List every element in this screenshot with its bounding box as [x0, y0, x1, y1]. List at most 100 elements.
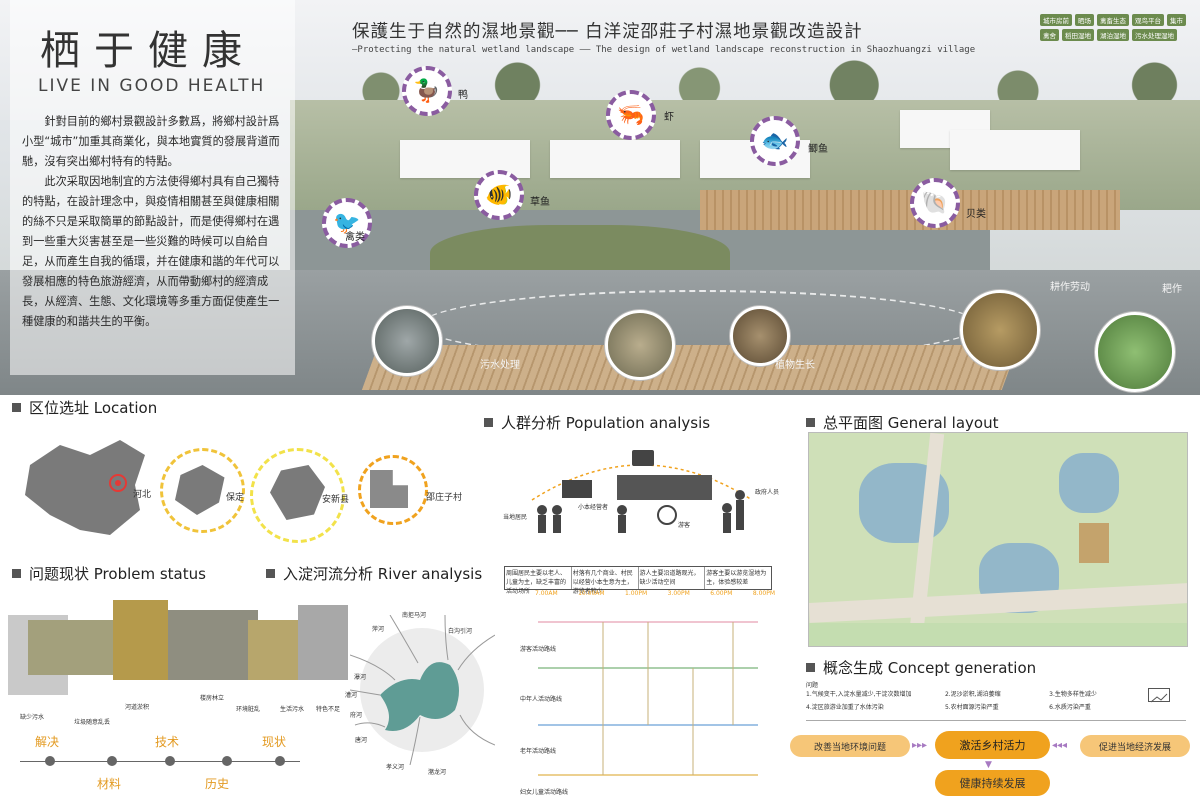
activity-routes — [508, 600, 776, 792]
timeline-dot — [107, 756, 117, 766]
timeline-label: 解决 — [35, 735, 60, 749]
river-label: 潴龙河 — [428, 769, 447, 776]
animal-label: 鸭 — [458, 90, 468, 101]
bullet-square-icon — [266, 569, 275, 578]
farming-photo — [960, 290, 1040, 370]
legend-item: 稻田湿地 — [1062, 29, 1094, 41]
plant-photo — [605, 310, 675, 380]
group-label: 政府人员 — [755, 489, 780, 496]
soil-photo — [730, 306, 790, 366]
time-label: 1.00PM — [625, 590, 648, 597]
section-concept: 概念生成 Concept generation — [806, 657, 1036, 678]
timeline-line — [20, 761, 300, 762]
baoding-circle — [160, 448, 245, 533]
section-label: 入淀河流分析 River analysis — [283, 565, 483, 583]
river-label: 孝义河 — [386, 764, 405, 771]
problem-photo — [248, 620, 303, 680]
river-diagram — [349, 614, 496, 766]
legend-item: 禽舍 — [1040, 29, 1059, 41]
problem-photo — [298, 605, 348, 680]
group-label: 当地居民 — [503, 514, 528, 521]
concept-problem: 5.农村面源污染严重 — [944, 704, 999, 711]
divider — [806, 720, 1186, 721]
loc-label: 保定 — [226, 493, 245, 503]
problem-photo — [113, 600, 168, 680]
river-label: 瀑河 — [354, 674, 367, 681]
animal-label: 鲫鱼 — [808, 144, 828, 155]
section-label: 人群分析 Population analysis — [501, 414, 711, 432]
animal-label: 虾 — [664, 112, 674, 123]
ploughing-photo — [1095, 312, 1175, 392]
river-label: 府河 — [350, 712, 363, 719]
group-label: 小本经营者 — [578, 504, 609, 511]
hero-label: 植物生长 — [775, 360, 815, 371]
route-label: 老年活动路线 — [520, 748, 557, 755]
section-problem: 问题现状 Problem status — [12, 563, 206, 584]
bullet-square-icon — [806, 418, 815, 427]
legend-item: 观鸟平台 — [1132, 14, 1164, 26]
time-row: 7.00AM 10.00AM 1.00PM 3.00PM 6.00PM 8.00… — [535, 590, 775, 597]
hero-illustration: 栖于健康 LIVE IN GOOD HEALTH 針對目前的鄉村景觀設計多數爲，… — [0, 0, 1200, 395]
section-population: 人群分析 Population analysis — [484, 412, 710, 433]
problem-label: 垃圾随意乱丢 — [74, 719, 111, 726]
plan-pond — [1059, 453, 1119, 513]
hero-label: 耙作 — [1162, 284, 1182, 295]
timeline-label: 技术 — [155, 735, 180, 749]
concept-problem: 2.泥沙淤积,湖泊萎缩 — [944, 691, 1001, 698]
loc-label: 安新县 — [322, 495, 350, 505]
group-label: 游客 — [678, 522, 691, 529]
fish-icon: 🐠 — [474, 170, 524, 220]
shell-icon: 🐚 — [910, 178, 960, 228]
concept-result: 健康持续发展 — [935, 770, 1050, 796]
section-label: 总平面图 General layout — [823, 414, 999, 432]
route-label: 中年人活动路线 — [520, 696, 563, 703]
problem-label: 生活污水 — [280, 706, 305, 713]
river-label: 南拒马河 — [402, 612, 427, 619]
arrow-down-icon: ▼ — [985, 760, 992, 770]
animal-label: 禽类 — [345, 232, 365, 243]
intro-paragraph: 針對目前的鄉村景觀設計多數爲，將鄉村設計爲小型“城市”加重其商業化，與本地實質的… — [22, 115, 280, 168]
river-label: 唐河 — [355, 737, 368, 744]
time-label: 10.00AM — [578, 590, 605, 597]
china-map — [10, 425, 155, 545]
legend-item: 城市房前 — [1040, 14, 1072, 26]
problem-photo — [168, 610, 258, 680]
intro-text: 針對目前的鄉村景觀設計多數爲，將鄉村設計爲小型“城市”加重其商業化，與本地實質的… — [22, 112, 282, 332]
bullet-square-icon — [12, 403, 21, 412]
concept-right: 促进当地经济发展 — [1080, 735, 1190, 757]
anxin-circle — [250, 448, 345, 543]
river-label: 萍河 — [372, 626, 385, 633]
concept-problem: 3.生物多样性减少 — [1049, 691, 1097, 698]
bullet-square-icon — [806, 663, 815, 672]
animal-label: 贝类 — [966, 209, 986, 220]
section-location: 区位选址 Location — [12, 397, 157, 418]
title-zh: 栖于健康 — [40, 28, 256, 74]
problem-collage — [8, 600, 348, 700]
bullet-square-icon — [484, 418, 493, 427]
concept-label: 问题 — [806, 682, 819, 689]
route-label: 妇女儿童活动路线 — [520, 789, 569, 796]
hero-label: 污水处理 — [480, 360, 520, 371]
trend-icon — [1148, 688, 1170, 703]
river-label: 漕河 — [345, 692, 358, 699]
timeline-label: 材料 — [97, 777, 122, 791]
timeline-dot — [275, 756, 285, 766]
main-title: 保護生于自然的濕地景觀── 白洋淀邵莊子村濕地景觀改造設計 — [352, 22, 863, 42]
concept-center: 激活乡村活力 — [935, 731, 1050, 759]
problem-label: 缺少污水 — [20, 714, 45, 721]
white-block — [550, 140, 680, 178]
main-subtitle: —Protecting the natural wetland landscap… — [352, 45, 976, 55]
section-river: 入淀河流分析 River analysis — [266, 563, 482, 584]
problem-photo — [28, 620, 128, 675]
population-boxes: 周围居民主要以老人、儿童为主，缺乏丰富的活动场所 村落有几个商业、村民以经营小本… — [504, 566, 772, 595]
concept-problem: 4.淀区旅游业加重了水体污染 — [806, 704, 884, 711]
section-label: 区位选址 Location — [29, 399, 158, 417]
time-label: 7.00AM — [535, 590, 558, 597]
title-en: LIVE IN GOOD HEALTH — [38, 76, 266, 96]
timeline-label: 历史 — [205, 777, 230, 791]
legend-item: 污水处理湿地 — [1132, 29, 1177, 41]
bullet-square-icon — [12, 569, 21, 578]
animal-label: 草鱼 — [530, 197, 550, 208]
legend-item: 晒场 — [1075, 14, 1094, 26]
village-circle — [358, 455, 428, 525]
